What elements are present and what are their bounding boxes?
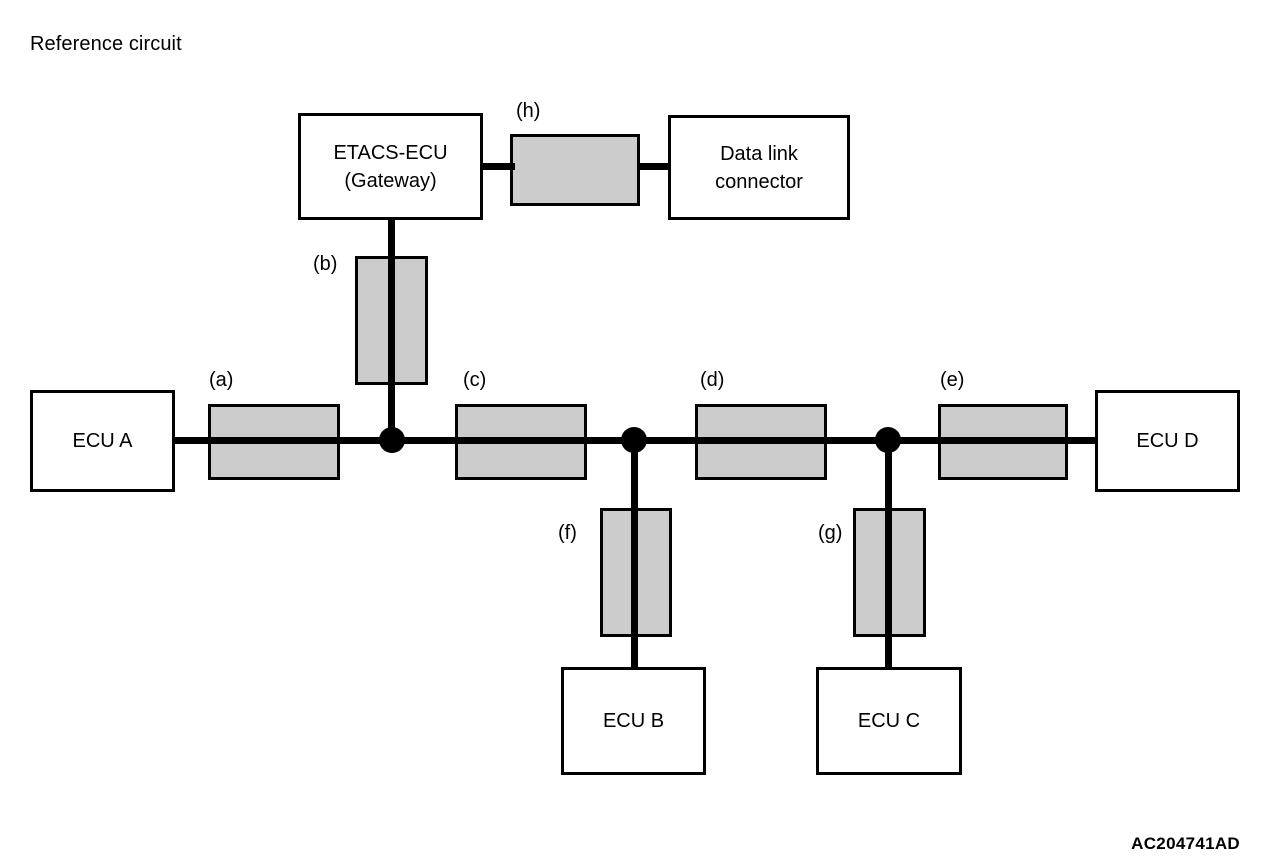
data-link-connector-box: Data link connector xyxy=(668,115,850,220)
etacs-ecu-label: ETACS-ECU (Gateway) xyxy=(333,141,448,192)
ecu-a-box: ECU A xyxy=(30,390,175,492)
ecu-d-label: ECU D xyxy=(1136,430,1199,452)
ecu-c-box: ECU C xyxy=(816,667,962,775)
data-link-connector-label: Data link connector xyxy=(715,142,803,193)
h-to-dlc-wire xyxy=(637,163,671,170)
etacs-ecu-box: ETACS-ECU (Gateway) xyxy=(298,113,483,220)
callout-label-f: (f) xyxy=(558,522,577,544)
ecu-c-label: ECU C xyxy=(857,710,921,732)
callout-label-e: (e) xyxy=(940,369,965,391)
callout-label-a: (a) xyxy=(209,369,234,391)
callout-label-d: (d) xyxy=(700,369,725,391)
connector-block-h xyxy=(510,134,640,206)
callout-label-h: (h) xyxy=(516,100,541,122)
etacs-branch-wire xyxy=(388,220,395,442)
etacs-to-h-wire xyxy=(480,163,515,170)
ecu-c-branch-wire xyxy=(885,440,892,669)
ecu-a-label: ECU A xyxy=(72,430,133,452)
figure-reference-code: AC204741AD xyxy=(1131,834,1240,853)
bus-junction-dot-ecu-b xyxy=(621,427,647,453)
ecu-d-box: ECU D xyxy=(1095,390,1240,492)
bus-junction-dot-ecu-c xyxy=(875,427,901,453)
ecu-b-branch-wire xyxy=(631,440,638,669)
callout-label-b: (b) xyxy=(313,253,338,275)
bus-junction-dot-etacs xyxy=(379,427,405,453)
callout-label-c: (c) xyxy=(463,369,487,391)
callout-label-g: (g) xyxy=(818,522,843,544)
ecu-b-label: ECU B xyxy=(602,710,665,732)
page-title: Reference circuit xyxy=(30,33,182,55)
ecu-b-box: ECU B xyxy=(561,667,706,775)
